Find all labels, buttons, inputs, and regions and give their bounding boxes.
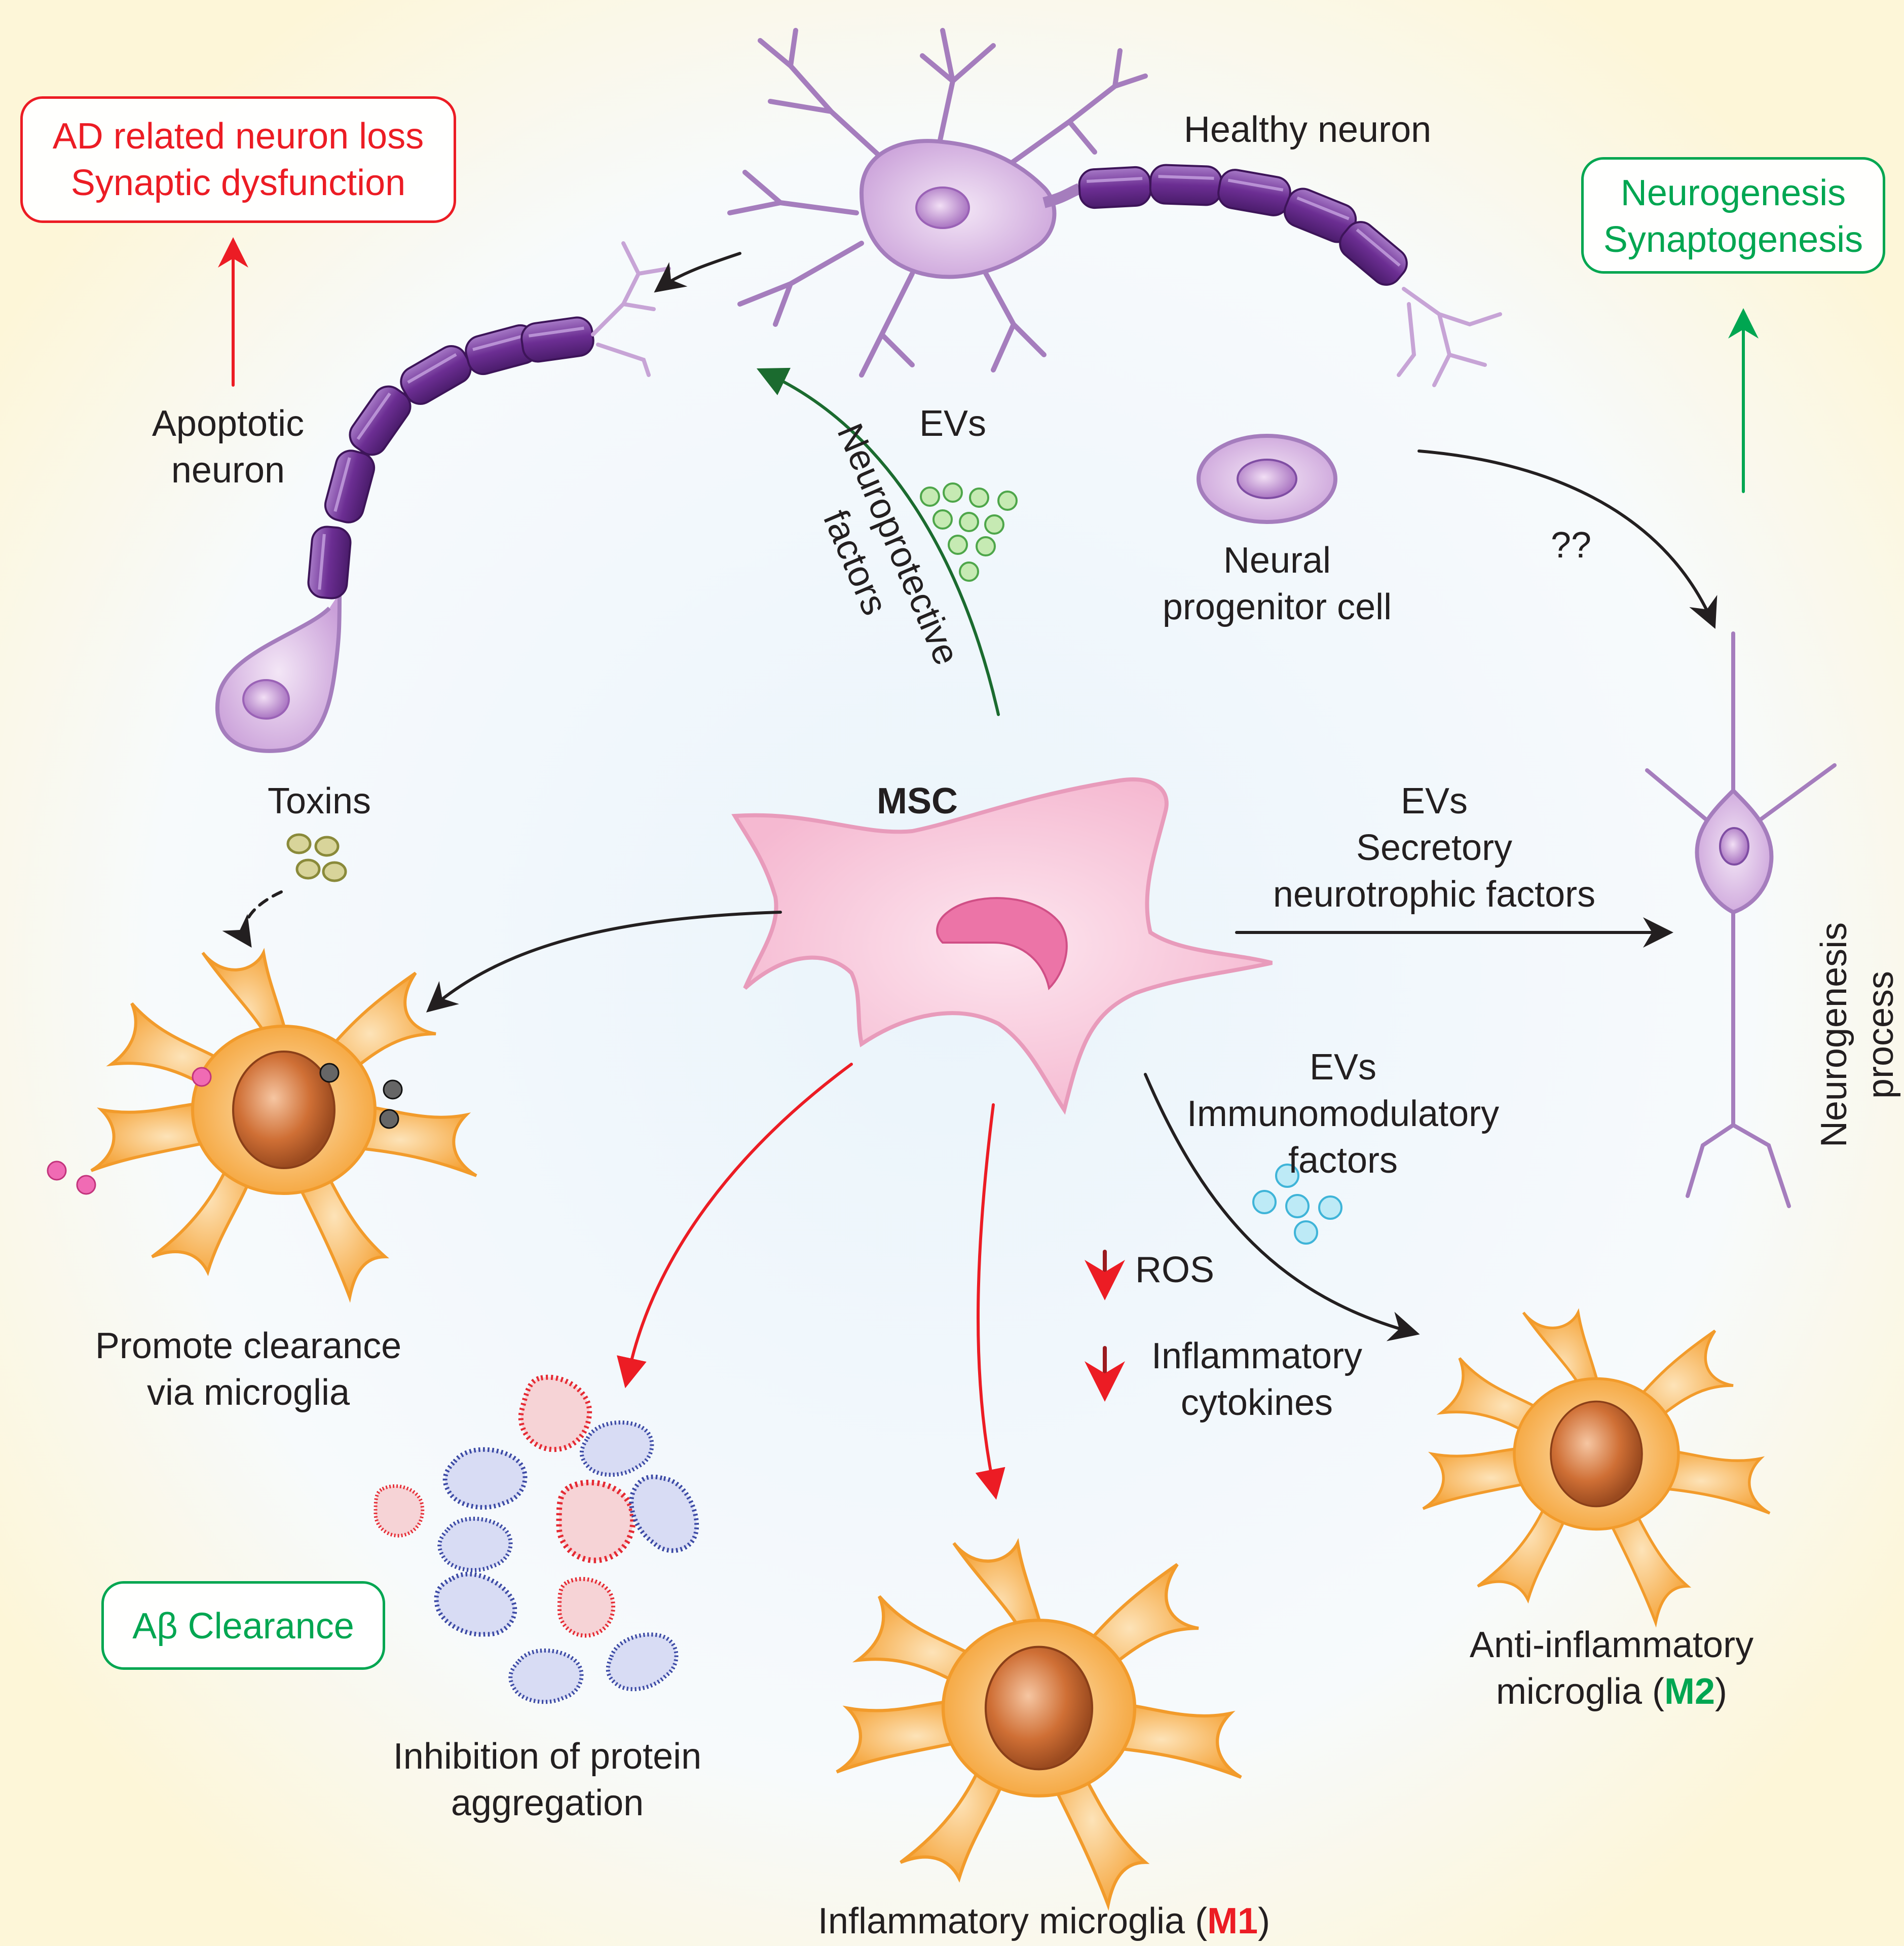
anti-inflammatory-line-2: microglia (M2) [1439,1668,1784,1715]
toxin-particles-icon [286,833,347,882]
ev-vesicle-icon [920,482,1018,582]
msc-cell-icon [731,777,1273,1115]
promote-clearance-line-1: Promote clearance [95,1326,402,1366]
immunomodulatory-line-1: EVs [1309,1047,1377,1088]
apoptotic-neuron-line-1: Apoptotic [152,403,305,444]
inhibition-line-aggregation [617,1063,853,1389]
inflammatory-microglia-label: Inflammatory microglia (M1) [760,1898,1328,1944]
secretory-factors-label: EVs Secretory neurotrophic factors [1242,778,1627,918]
arrows [218,237,1759,1500]
anti-inflammatory-line-1: Anti-inflammatory [1469,1625,1754,1665]
secretory-line-2: Secretory [1356,828,1513,868]
ad-outcome-box: AD related neuron loss Synaptic dysfunct… [20,96,456,223]
m1-label: M1 [1207,1901,1258,1941]
ad-outcome-line-2: Synaptic dysfunction [70,163,406,203]
ros-label: ROS [1135,1250,1215,1290]
neurogenesis-outcome-box: Neurogenesis Synaptogenesis [1581,157,1885,274]
developing-neuron-icon [1645,631,1837,1208]
promote-clearance-line-2: via microglia [146,1372,350,1413]
unknown-mechanism-label: ?? [1550,525,1592,566]
ab-clearance-label: Aβ Clearance [132,1606,354,1646]
anti-inflammatory-line-2-text: microglia ( [1496,1671,1665,1712]
neural-progenitor-line-1: Neural [1223,540,1331,581]
neural-progenitor-label: Neural progenitor cell [1115,537,1439,630]
immunomodulatory-line-2: Immunomodulatory [1186,1094,1500,1134]
anti-inflammatory-microglia-label: Anti-inflammatory microglia (M2) [1439,1622,1784,1715]
ab-clearance-box: Aβ Clearance [101,1581,385,1670]
neural-progenitor-cell-icon [1197,434,1337,524]
promote-clearance-label: Promote clearance via microglia [71,1323,426,1416]
immunomodulatory-line-3: factors [1288,1140,1398,1181]
neurogenesis-process-line-1: Neurogenesis [1814,922,1854,1148]
inflammatory-cytokines-label: Inflammatory cytokines [1115,1333,1399,1426]
healthy-neuron-label: Healthy neuron [1183,109,1432,150]
inflammatory-cytokines-line-1: Inflammatory [1151,1336,1363,1376]
inhibition-line-2: aggregation [451,1783,644,1823]
neural-progenitor-line-2: progenitor cell [1162,587,1392,627]
apoptotic-neuron-line-2: neuron [171,450,285,491]
inhibition-line-m1 [975,1103,1005,1500]
evs-label-top: EVs [919,403,987,444]
neurogenesis-process-label: Neurogenesis process [1811,893,1904,1177]
ev-vesicle-icon [47,1063,403,1195]
arrow-healthy-to-apoptotic [654,252,741,293]
inhibition-line-1: Inhibition of protein [393,1736,702,1777]
apoptotic-neuron-label: Apoptotic neuron [101,400,355,494]
inhibition-aggregation-label: Inhibition of protein aggregation [355,1733,740,1826]
neurogenesis-outcome-line-1: Neurogenesis [1620,173,1846,213]
neurogenesis-outcome-line-2: Synaptogenesis [1603,219,1863,260]
immunomodulatory-factors-label: EVs Immunomodulatory factors [1166,1044,1520,1184]
arrow-msc-to-microglia [426,911,782,1013]
inflammatory-microglia-text: Inflammatory microglia ( [817,1901,1208,1941]
ad-outcome-line-1: AD related neuron loss [52,116,424,157]
m1-close-paren: ) [1258,1901,1271,1941]
arrow-toxins-to-microglia [222,890,283,948]
msc-label: MSC [877,781,958,821]
neurogenesis-process-line-2: process [1860,970,1901,1099]
apoptotic-neuron-icon [215,241,671,753]
m2-label: M2 [1664,1671,1715,1712]
toxins-label: Toxins [267,781,371,821]
secretory-line-3: neurotrophic factors [1273,874,1596,915]
m2-close-paren: ) [1715,1671,1728,1712]
healthy-neuron-icon [727,28,1502,387]
arrow-msc-to-m2 [1144,1073,1420,1341]
arrow-progenitor-to-neurogenesis [1417,450,1718,629]
neuroprotective-inhibition-line [756,367,1000,716]
ev-vesicle-icon [1252,1164,1342,1245]
inflammatory-microglia-line: Inflammatory microglia (M1) [760,1898,1328,1944]
inflammatory-cytokines-line-2: cytokines [1180,1382,1333,1423]
secretory-line-1: EVs [1400,781,1468,821]
